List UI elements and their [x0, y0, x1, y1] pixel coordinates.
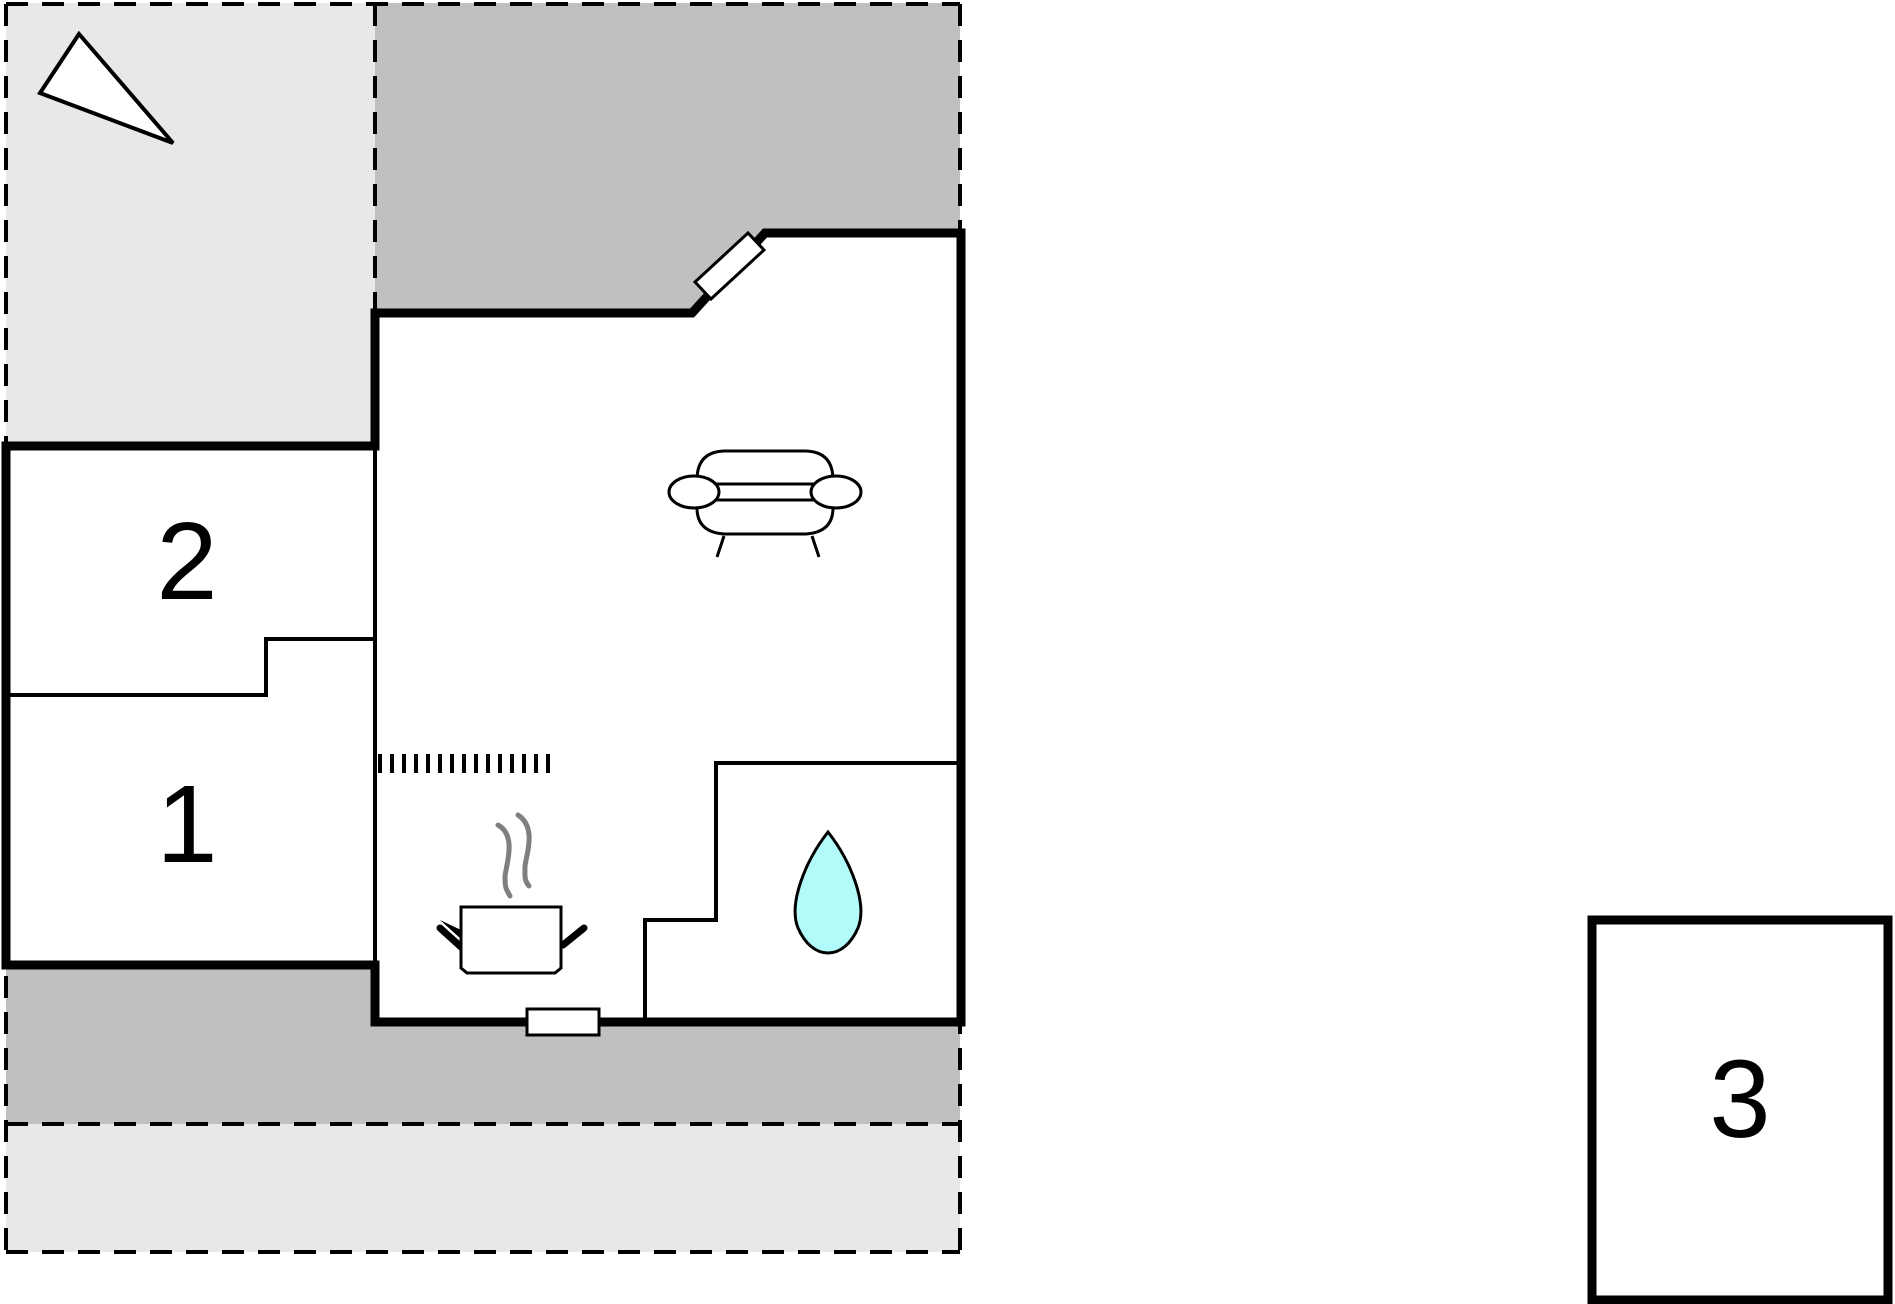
- stairs-icon: [378, 754, 550, 773]
- door-icon: [525, 1007, 601, 1037]
- room-label-1: 1: [156, 763, 217, 886]
- room-label-2: 2: [156, 500, 217, 623]
- house-interior: [6, 233, 961, 1022]
- garden-area-south: [6, 1124, 960, 1252]
- north-arrow-icon: [36, 30, 175, 145]
- water-drop-icon: [793, 829, 863, 955]
- exterior-walls: [1, 228, 966, 1027]
- window-icon: [692, 230, 767, 302]
- sofa-icon: [667, 449, 863, 558]
- cooking-pot-icon: [436, 812, 588, 975]
- interior-walls: [6, 446, 961, 1022]
- room-label-3: 3: [1709, 1038, 1770, 1161]
- building-3: [1587, 915, 1893, 1304]
